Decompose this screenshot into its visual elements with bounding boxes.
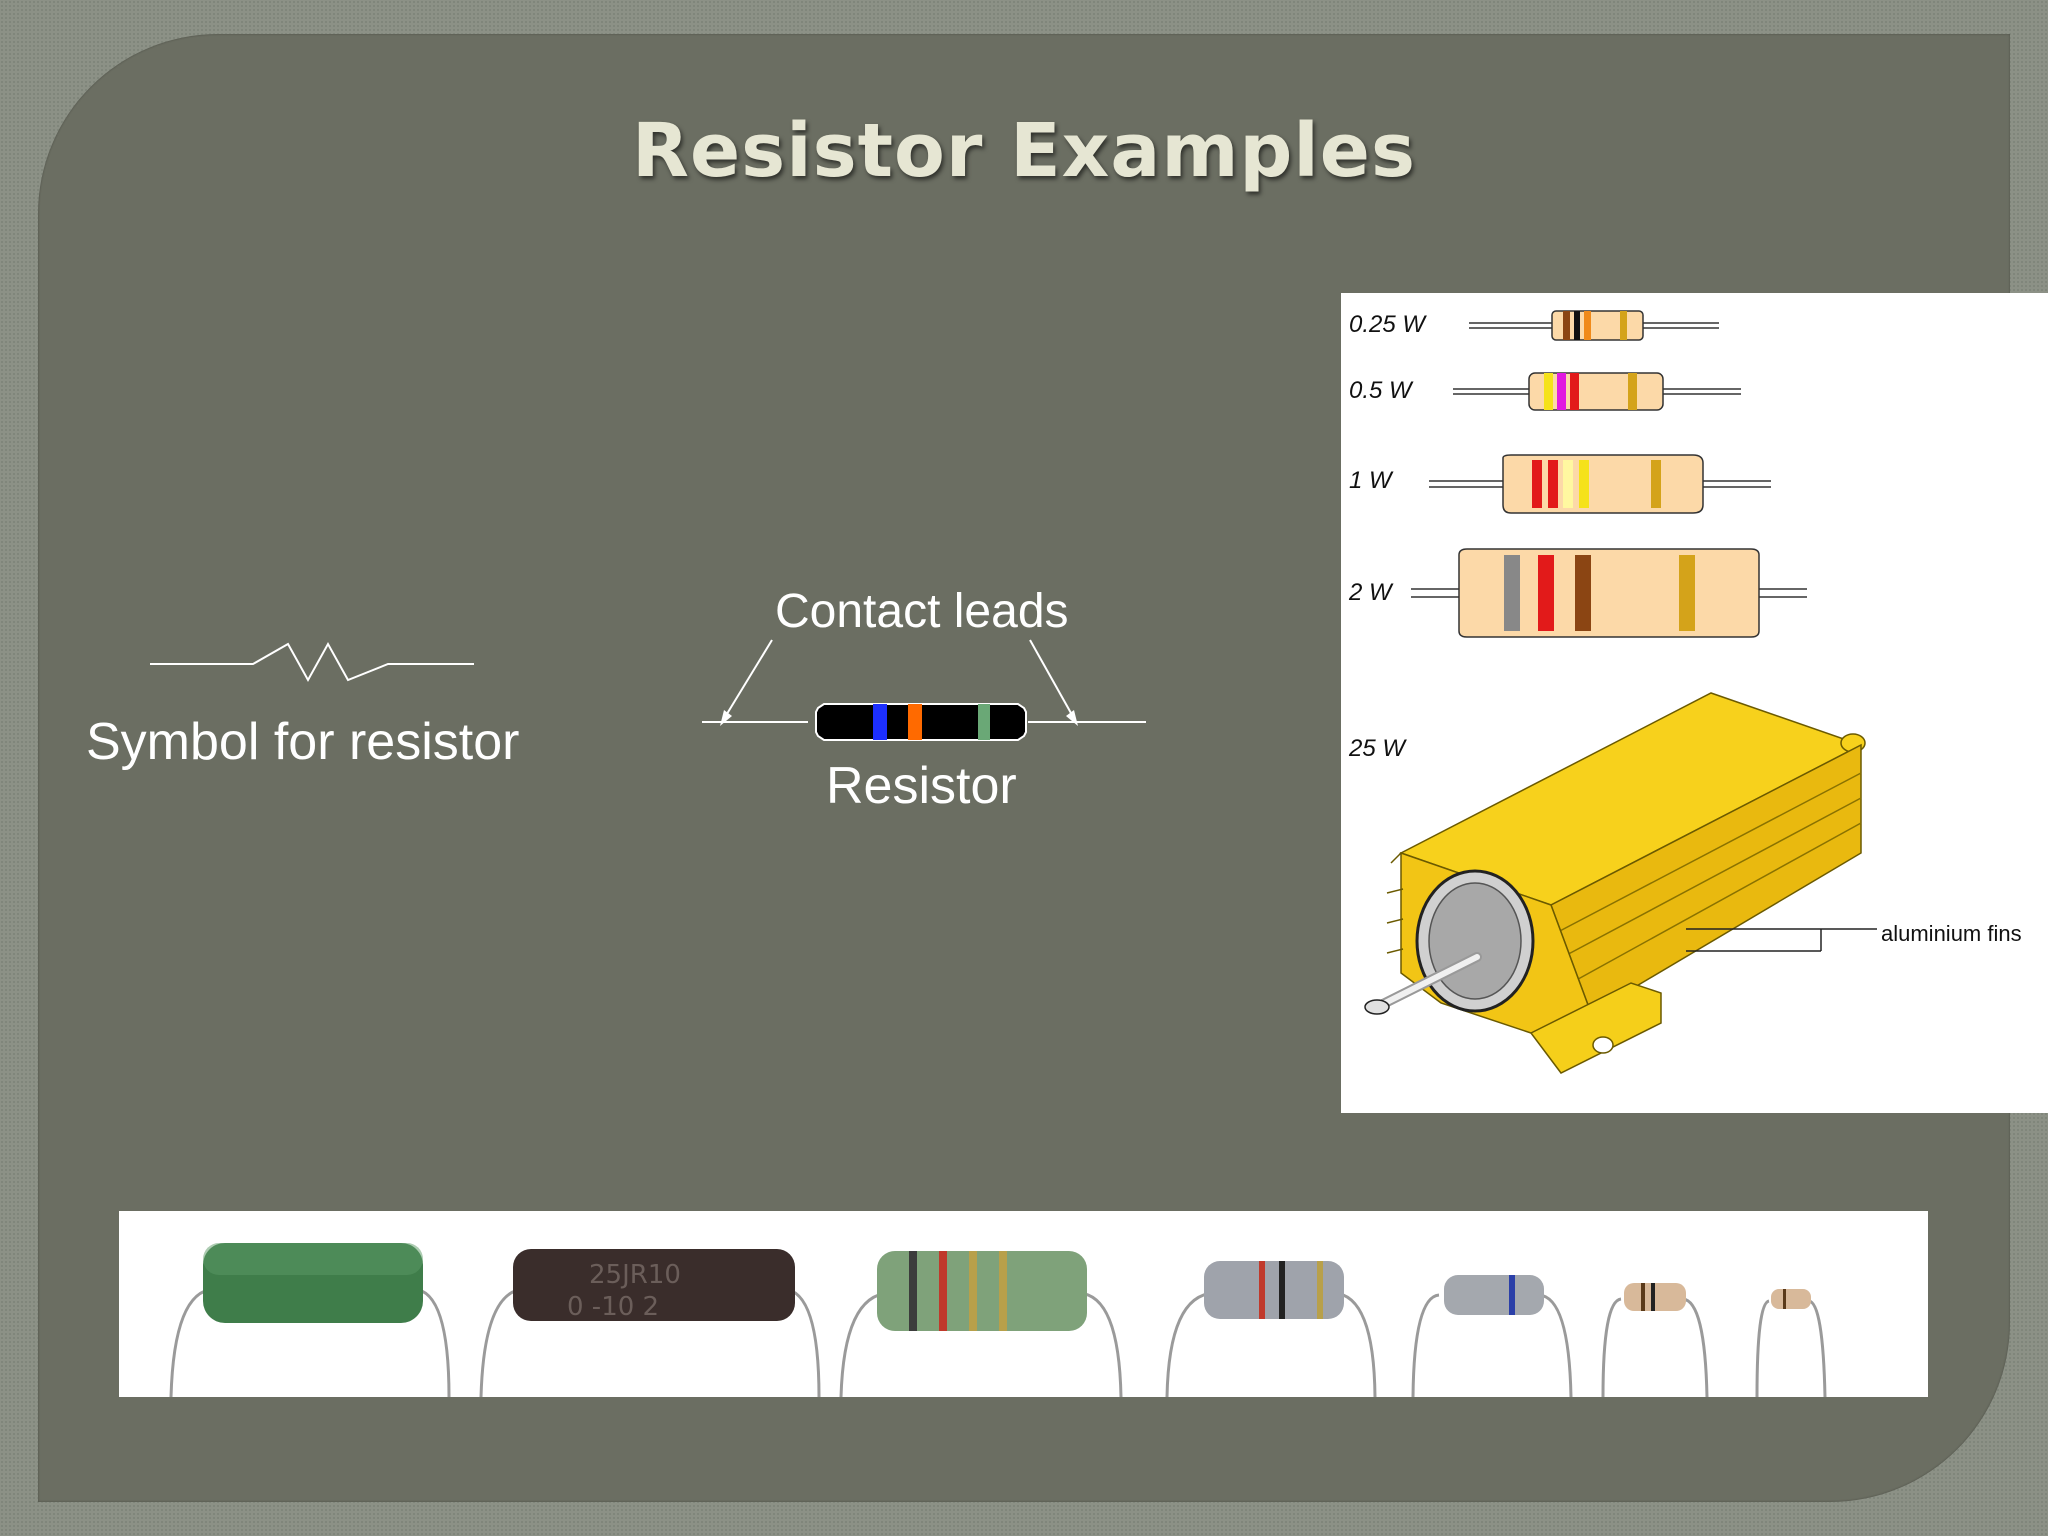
resistor-2w (1411, 548, 1807, 638)
photo-text-1: 25JR10 (589, 1260, 681, 1290)
rating-label-2: 2 W (1349, 579, 1392, 606)
rating-label-1: 1 W (1349, 467, 1392, 494)
symbol-label: Symbol for resistor (86, 713, 520, 771)
power-resistors-illustration (1364, 310, 1877, 1074)
slide-title: Resistor Examples (632, 108, 1416, 194)
resistor-05w (1453, 372, 1741, 411)
photo-text-2: 0 -10 2 (567, 1292, 659, 1322)
resistor-1w (1429, 454, 1771, 514)
power-ratings-panel: 0.25 W 0.5 W 1 W 2 W 25 W aluminium fins (1341, 293, 2048, 1113)
contact-leads-label: Contact leads (775, 585, 1069, 638)
rating-label-05: 0.5 W (1349, 377, 1412, 404)
rating-label-025: 0.25 W (1349, 311, 1426, 338)
resistor-025w (1469, 310, 1719, 341)
resistor-diagram (702, 639, 1146, 741)
resistor-photo-strip: 25JR10 0 -10 2 (119, 1211, 1928, 1397)
resistor-25w (1364, 692, 1877, 1074)
rating-label-25: 25 W (1349, 735, 1406, 762)
resistor-symbol-icon (150, 641, 474, 683)
aluminium-fins-label: aluminium fins (1881, 921, 2022, 946)
resistor-label: Resistor (826, 757, 1017, 815)
